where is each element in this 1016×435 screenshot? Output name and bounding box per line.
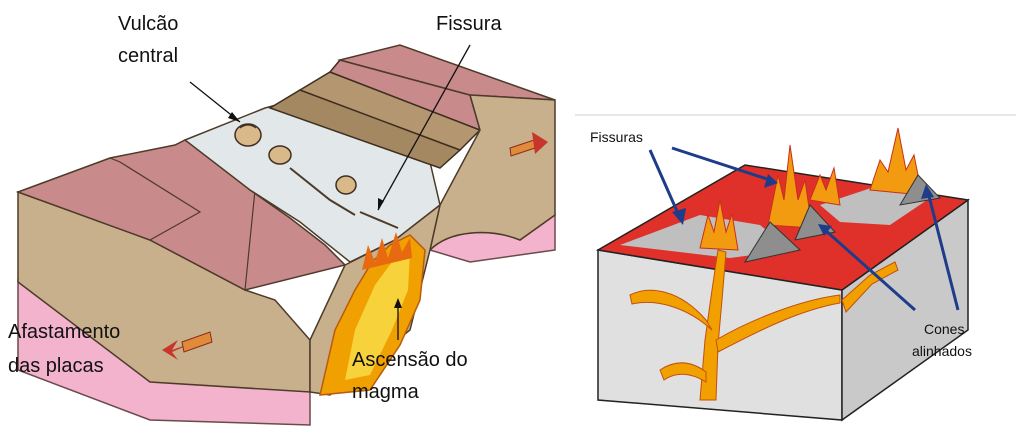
label-cones-line1: Cones bbox=[924, 321, 964, 337]
volcanic-cone-3 bbox=[336, 176, 356, 194]
label-fissuras: Fissuras bbox=[590, 129, 643, 145]
volcanic-cone-1 bbox=[235, 124, 261, 146]
volcanic-cone-2 bbox=[269, 146, 291, 164]
fissuras-pointer-1 bbox=[650, 150, 680, 218]
label-ascensao-line2: magma bbox=[352, 381, 420, 403]
label-afastamento-line1: Afastamento bbox=[8, 321, 120, 343]
label-afastamento-line2: das placas bbox=[8, 355, 104, 377]
label-cones-line2: alinhados bbox=[912, 343, 972, 359]
fissure-block-diagram: Fissuras Cones alinhados bbox=[590, 128, 972, 420]
rift-block-diagram: Vulcão central Fissura Afastamento das p… bbox=[8, 13, 555, 425]
fissuras-pointer-2 bbox=[672, 148, 770, 180]
label-vulcao-line2: central bbox=[118, 45, 178, 67]
label-vulcao-line1: Vulcão bbox=[118, 13, 178, 35]
label-ascensao-line1: Ascensão do bbox=[352, 349, 468, 371]
label-fissura: Fissura bbox=[436, 13, 502, 35]
